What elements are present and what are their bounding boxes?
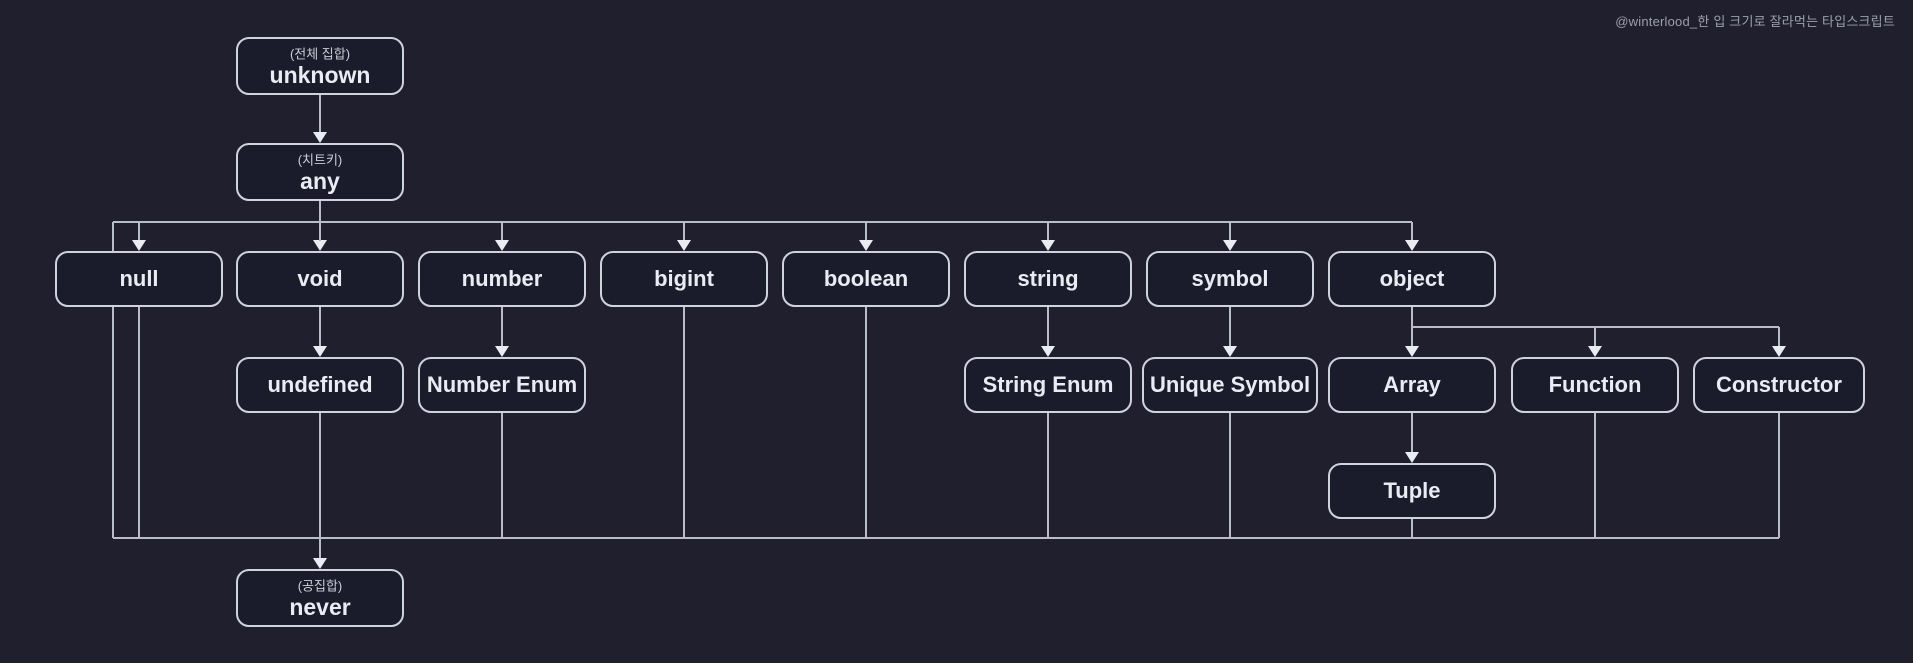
arrowhead-void-to-undefined <box>313 346 327 357</box>
node-unknown[interactable]: (전체 집합)unknown <box>237 38 403 94</box>
arrowhead-unknown-to-any <box>313 132 327 143</box>
node-array[interactable]: Array <box>1329 358 1495 412</box>
node-any[interactable]: (치트키)any <box>237 144 403 200</box>
arrowhead-any-to-number <box>495 240 509 251</box>
node-constructor[interactable]: Constructor <box>1694 358 1864 412</box>
node-symbol[interactable]: symbol <box>1147 252 1313 306</box>
arrowhead-object-to-function <box>1588 346 1602 357</box>
arrowhead-any-to-boolean <box>859 240 873 251</box>
arrowhead-string-to-enum <box>1041 346 1055 357</box>
arrowhead-object-to-constructor <box>1772 346 1786 357</box>
node-label-function: Function <box>1549 372 1642 397</box>
node-subtitle-any: (치트키) <box>298 152 343 167</box>
node-label-constructor: Constructor <box>1716 372 1842 397</box>
node-unique-symbol[interactable]: Unique Symbol <box>1143 358 1317 412</box>
arrowhead-symbol-to-unique <box>1223 346 1237 357</box>
node-label-unknown: unknown <box>270 62 371 88</box>
node-object[interactable]: object <box>1329 252 1495 306</box>
node-label-tuple: Tuple <box>1383 478 1440 503</box>
arrowhead-any-to-null <box>132 240 146 251</box>
node-subtitle-unknown: (전체 집합) <box>290 46 350 61</box>
node-label-object: object <box>1380 266 1445 291</box>
node-never[interactable]: (공집합)never <box>237 570 403 626</box>
node-label-boolean: boolean <box>824 266 908 291</box>
node-label-any: any <box>300 168 340 194</box>
node-bigint[interactable]: bigint <box>601 252 767 306</box>
node-label-number: number <box>462 266 543 291</box>
node-label-never: never <box>289 594 350 620</box>
node-subtitle-never: (공집합) <box>298 578 343 593</box>
node-string[interactable]: string <box>965 252 1131 306</box>
node-label-string-enum: String Enum <box>983 372 1114 397</box>
arrowhead-any-to-object <box>1405 240 1419 251</box>
node-number-enum[interactable]: Number Enum <box>419 358 585 412</box>
arrowhead-any-to-string <box>1041 240 1055 251</box>
node-label-unique-symbol: Unique Symbol <box>1150 372 1310 397</box>
arrowhead-any-to-void <box>313 240 327 251</box>
node-void[interactable]: void <box>237 252 403 306</box>
node-label-string: string <box>1017 266 1078 291</box>
arrowhead-any-to-bigint <box>677 240 691 251</box>
arrowhead-never <box>313 558 327 569</box>
node-label-undefined: undefined <box>267 372 372 397</box>
node-boolean[interactable]: boolean <box>783 252 949 306</box>
node-label-bigint: bigint <box>654 266 715 291</box>
node-label-array: Array <box>1383 372 1441 397</box>
node-string-enum[interactable]: String Enum <box>965 358 1131 412</box>
node-tuple[interactable]: Tuple <box>1329 464 1495 518</box>
node-null[interactable]: null <box>56 252 222 306</box>
node-label-number-enum: Number Enum <box>427 372 577 397</box>
node-label-null: null <box>119 266 158 291</box>
arrowhead-number-to-enum <box>495 346 509 357</box>
node-undefined[interactable]: undefined <box>237 358 403 412</box>
node-function[interactable]: Function <box>1512 358 1678 412</box>
node-label-void: void <box>297 266 342 291</box>
arrowhead-array-to-tuple <box>1405 452 1419 463</box>
node-label-symbol: symbol <box>1191 266 1268 291</box>
arrowhead-object-to-array <box>1405 346 1419 357</box>
arrowhead-any-to-symbol <box>1223 240 1237 251</box>
node-number[interactable]: number <box>419 252 585 306</box>
watermark-credit: @winterlood_한 입 크기로 잘라먹는 타입스크립트 <box>1615 11 1895 30</box>
